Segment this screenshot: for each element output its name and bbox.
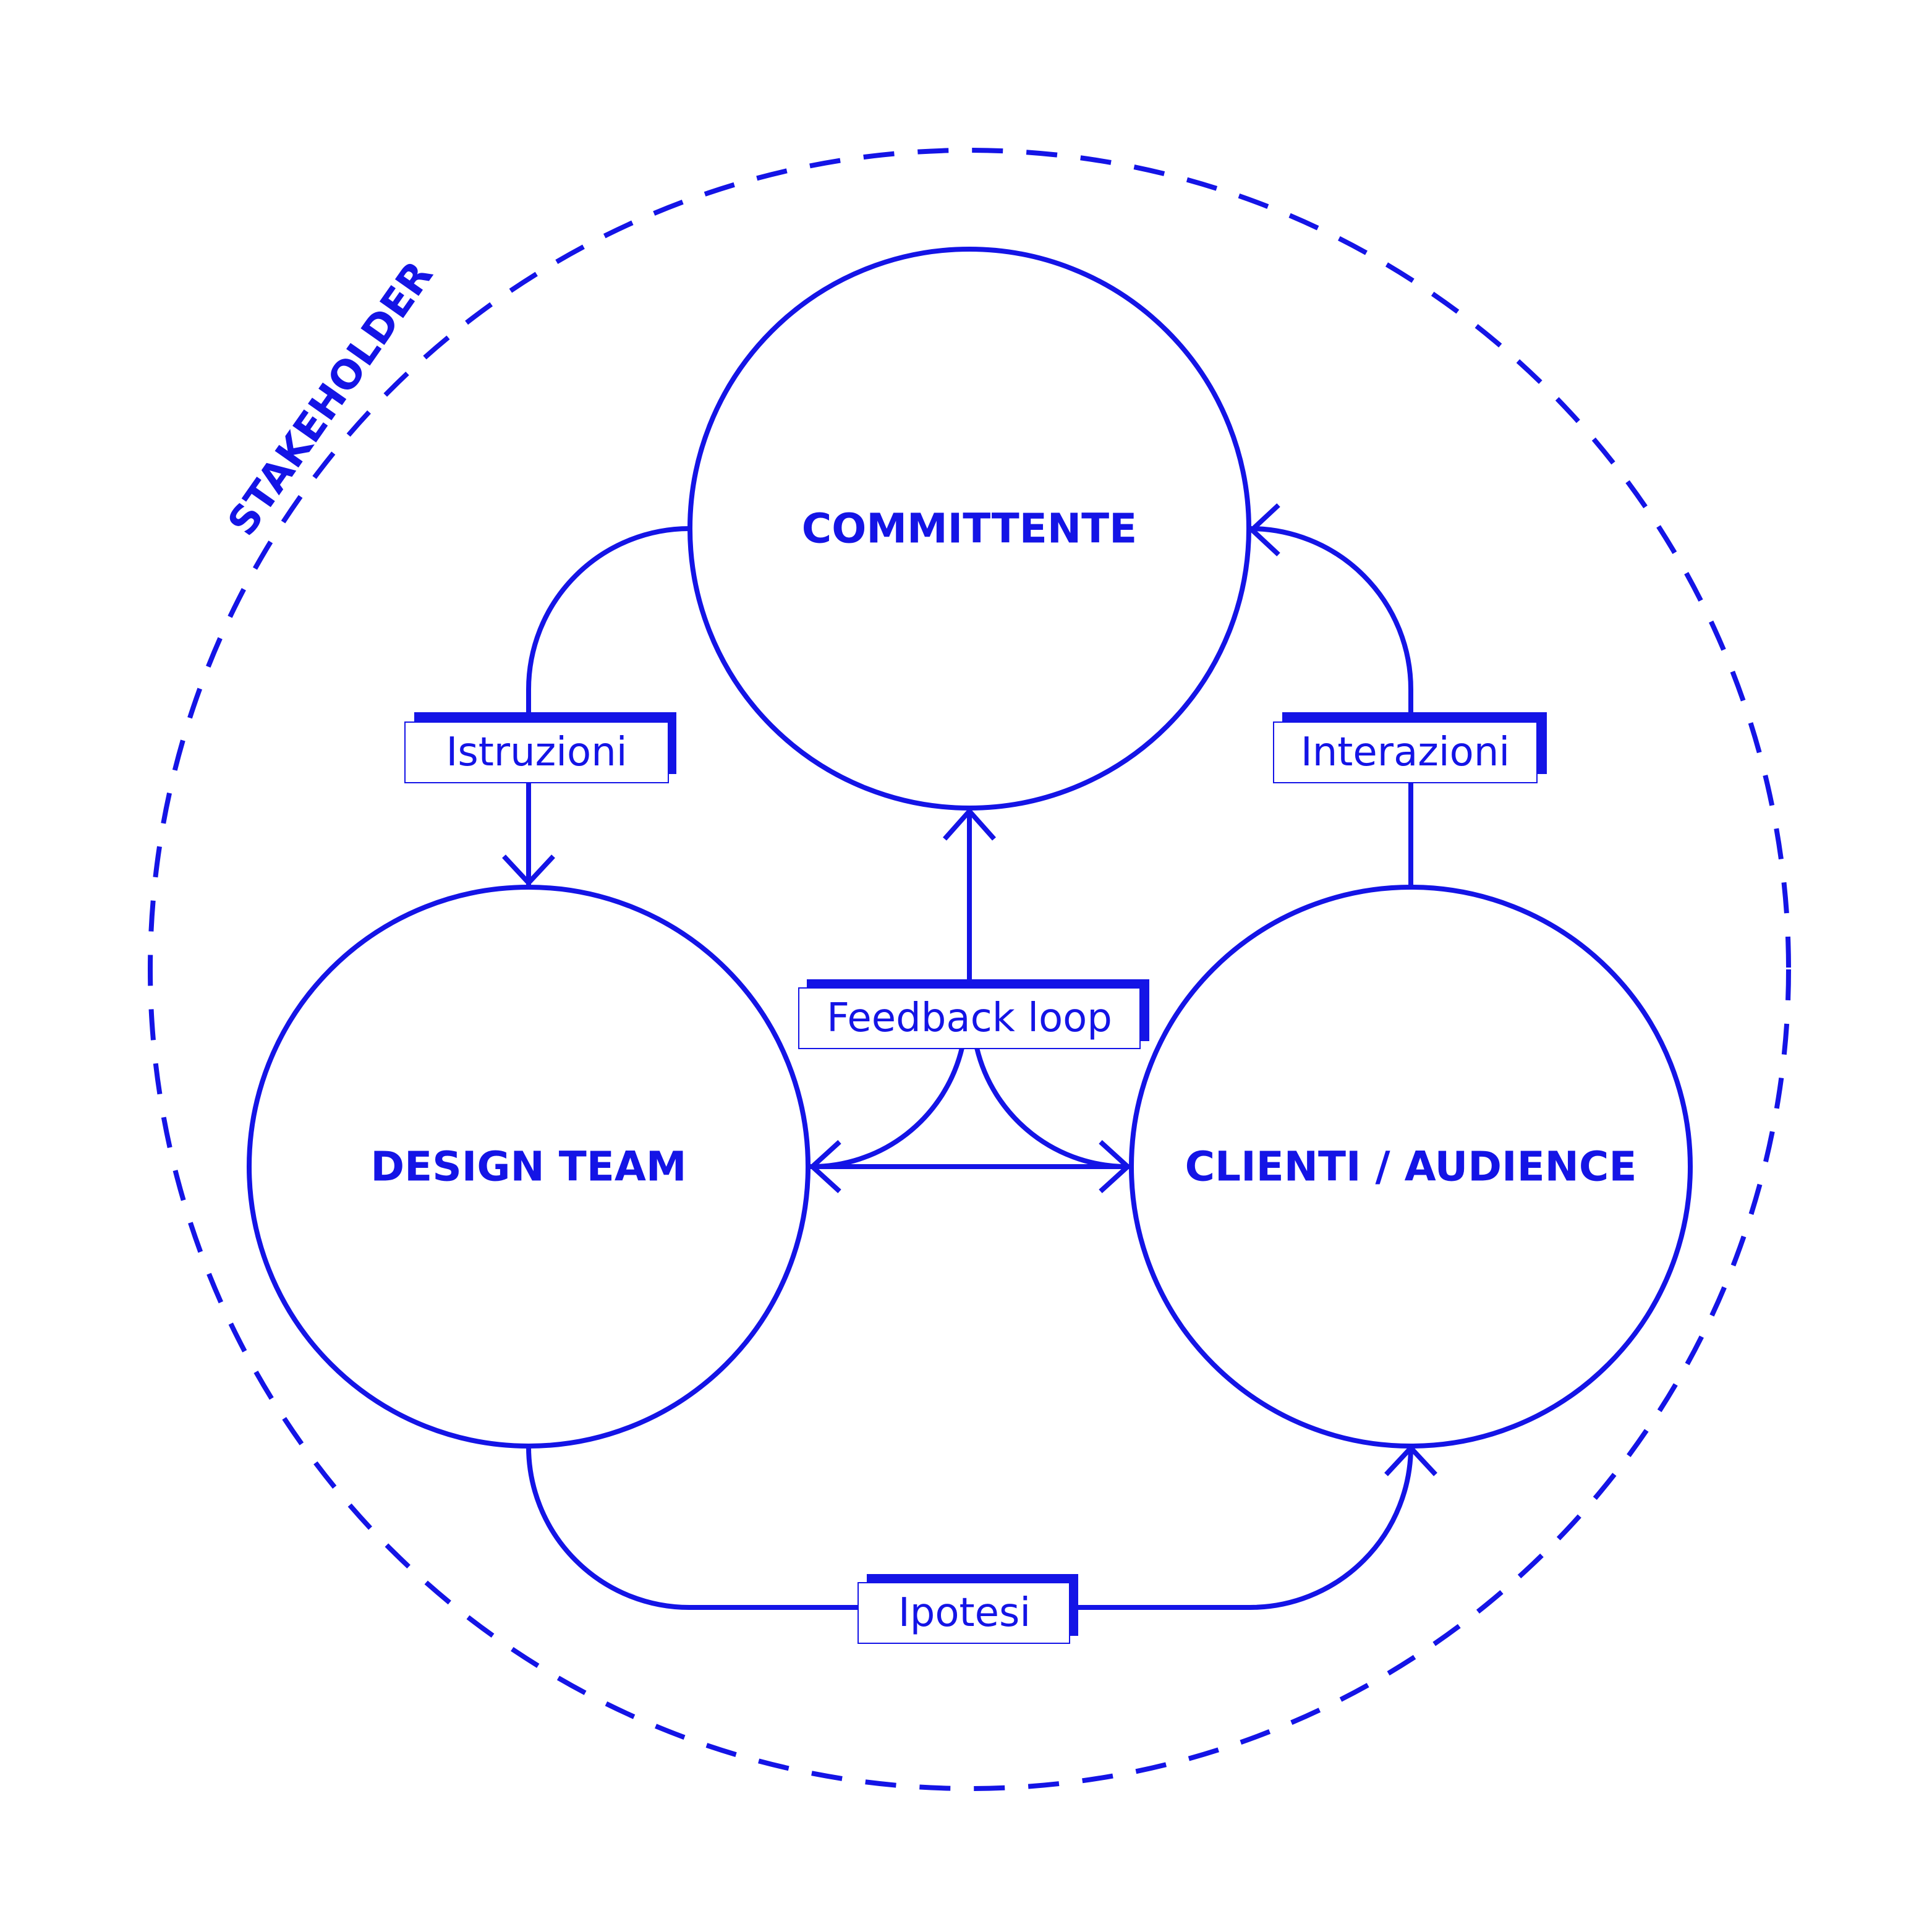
node-label-clienti-audience: CLIENTI / AUDIENCE <box>1185 1143 1637 1191</box>
arrowhead-feedback-left <box>809 1140 841 1193</box>
edge-interazioni <box>1249 526 1413 887</box>
label-box-istruzioni: Istruzioni <box>404 712 676 783</box>
stakeholder-label: STAKEHOLDER <box>219 253 442 544</box>
edge-feedback-left <box>809 1047 964 1170</box>
edge-label-feedback: Feedback loop <box>827 995 1112 1041</box>
arrowhead-feedback-right <box>1099 1140 1131 1193</box>
arrowhead-istruzioni <box>502 854 555 887</box>
edge-label-ipotesi: Ipotesi <box>898 1590 1031 1636</box>
label-box-feedback: Feedback loop <box>798 979 1149 1049</box>
edge-label-istruzioni: Istruzioni <box>446 730 627 775</box>
edge-istruzioni <box>526 526 690 885</box>
node-label-committente: COMMITTENTE <box>802 505 1137 553</box>
stakeholder-boundary <box>148 148 1791 1791</box>
label-box-interazioni: Interazioni <box>1273 712 1547 783</box>
edge-feedback-right <box>974 1047 1130 1170</box>
edge-label-interazioni: Interazioni <box>1301 730 1510 775</box>
node-design-team <box>247 885 811 1449</box>
arrowhead-feedback-up <box>943 807 996 841</box>
arrowhead-interazioni <box>1248 503 1280 556</box>
node-label-design-team: DESIGN TEAM <box>370 1143 686 1191</box>
arrowhead-ipotesi <box>1384 1444 1437 1476</box>
label-box-ipotesi: Ipotesi <box>857 1574 1078 1644</box>
